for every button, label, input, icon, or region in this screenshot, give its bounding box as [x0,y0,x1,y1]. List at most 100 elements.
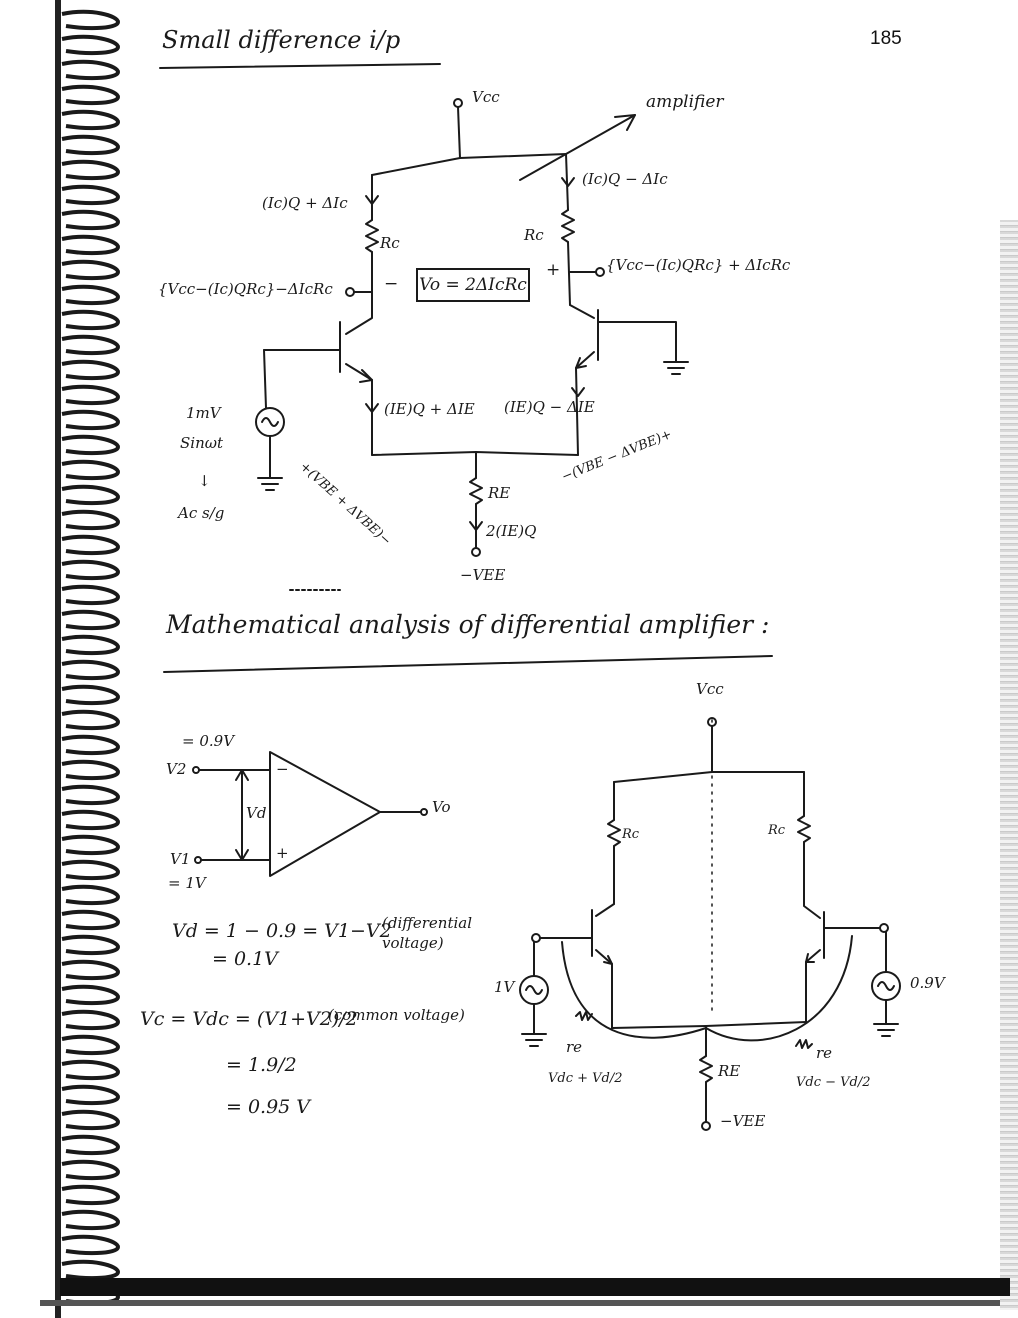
spiral-coil [61,84,121,106]
spiral-coil [61,959,121,981]
spiral-coil [61,459,121,481]
equation-vc-step: = 1.9/2 [226,1054,297,1076]
spiral-coil [61,359,121,381]
spiral-coil [61,1259,121,1281]
spiral-coil [61,509,121,531]
equation-vd-result: = 0.1V [212,948,278,970]
v1-label: V1 [170,850,191,868]
spiral-coil [61,1059,121,1081]
spiral-coil [61,184,121,206]
page-edge-shadow [1000,220,1018,1310]
spiral-coil [61,934,121,956]
spiral-coil [61,59,121,81]
source-sin-label: Sinωt [180,434,223,452]
spiral-coil [61,1009,121,1031]
spiral-coil [61,1034,121,1056]
spiral-coil [61,1209,121,1231]
spiral-coil [61,1134,121,1156]
spiral-coil [61,584,121,606]
vo-label: Vo [432,798,451,816]
ac-signal-label: Ac s/g [178,504,225,522]
output-minus-sign: − [384,274,399,294]
vcc-label-2: Vcc [696,680,724,698]
spiral-coil [61,1084,121,1106]
re-label-2: RE [718,1062,741,1080]
rc-left-label: Rc [380,234,400,252]
ic-right-label: (Ic)Q − ΔIc [582,170,668,188]
spiral-coil [61,559,121,581]
spiral-coil [61,884,121,906]
equation-vc: Vc = Vdc = (V1+V2)/2 [140,1008,358,1030]
spiral-coil [61,709,121,731]
spiral-coil [61,534,121,556]
equation-vd: Vd = 1 − 0.9 = V1−V2 [172,920,392,942]
re-small-right-label: re [816,1044,833,1062]
spiral-coil [61,609,121,631]
rc-right-label: Rc [524,226,544,244]
spiral-coil [61,109,121,131]
spiral-coil [61,309,121,331]
equation-vd-note: (differential voltage) [382,914,473,952]
vo-boxed-equation: Vo = 2ΔIcRc [416,268,530,302]
spiral-coil [61,134,121,156]
v2-value-label: = 0.9V [182,732,235,750]
spiral-coil [61,384,121,406]
spiral-coil [61,334,121,356]
opamp-minus: − [276,760,289,778]
page-bottom-edge-shadow [40,1300,1000,1306]
spiral-coil [61,9,121,31]
ic-left-label: (Ic)Q + ΔIc [262,194,348,212]
spiral-coil [61,434,121,456]
output-plus-sign: + [546,260,561,280]
spiral-coil [61,159,121,181]
section1-heading: Small difference i/p [162,26,401,54]
section2-heading: Mathematical analysis of differential am… [166,610,770,639]
page-number: 185 [870,28,902,49]
page-bottom-edge [60,1278,1010,1296]
amplifier-label: amplifier [646,92,724,112]
spiral-coil [61,1109,121,1131]
vbe-left-expression: Vdc + Vd/2 [548,1071,623,1086]
spiral-coil [61,209,121,231]
spiral-coil [61,759,121,781]
v1-value-label: = 1V [168,874,206,892]
ie-right-label: (IE)Q − ΔIE [504,398,595,416]
ie-total-label: 2(IE)Q [486,522,537,540]
source-amplitude-label: 1mV [186,404,221,422]
spiral-coil [61,909,121,931]
re-label-1: RE [488,484,511,502]
spiral-coil [61,484,121,506]
spiral-coil [61,284,121,306]
re-small-left-label: re [566,1038,583,1056]
spiral-coil [61,684,121,706]
vbe-right-expression: Vdc − Vd/2 [796,1075,871,1090]
rc-right-label-2: Rc [768,823,786,838]
source-left-label: 1V [494,978,515,996]
equation-vc-note: (common voltage) [328,1006,465,1024]
vee-label-1: −VEE [460,566,506,584]
arrow-down-glyph: ↓ [198,472,211,490]
vcc-label-1: Vcc [472,88,500,106]
spiral-coil [61,859,121,881]
v2-label: V2 [166,760,187,778]
spiral-coil [61,1159,121,1181]
spiral-coil [61,1234,121,1256]
vd-label: Vd [246,804,267,822]
spiral-coil [61,34,121,56]
spiral-coil [61,634,121,656]
spiral-coil [61,409,121,431]
spiral-coil [61,734,121,756]
vee-label-2: −VEE [720,1112,766,1130]
output-right-label: {Vcc−(Ic)QRc} + ΔIcRc [606,256,791,274]
spiral-coil [61,659,121,681]
rc-left-label-2: Rc [622,827,640,842]
opamp-plus: + [276,844,289,862]
spiral-coil [61,834,121,856]
spiral-coil [61,234,121,256]
spiral-coil [61,984,121,1006]
spiral-coil [61,809,121,831]
spiral-coil [61,784,121,806]
